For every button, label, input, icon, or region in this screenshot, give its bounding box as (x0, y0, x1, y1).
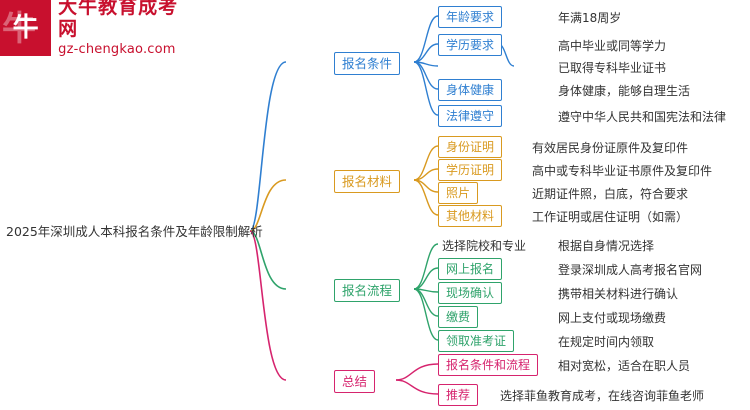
node-3-2-label[interactable]: 现场确认 (438, 282, 503, 305)
node-3-4-value: 在规定时间内领取 (558, 335, 655, 349)
node-1-3-label[interactable]: 身体健康 (438, 79, 503, 102)
branch-label-1[interactable]: 报名条件 (334, 52, 401, 75)
node-4-0-value: 相对宽松，适合在职人员 (558, 359, 691, 373)
node-1-0-value: 年满18周岁 (558, 11, 622, 25)
branch-label-2[interactable]: 报名材料 (334, 170, 401, 193)
logo-subtitle: gz-chengkao.com (58, 41, 176, 57)
node-1-3-value: 身体健康，能够自理生活 (558, 84, 691, 98)
node-3-4-label[interactable]: 领取准考证 (438, 330, 515, 353)
node-4-1-label[interactable]: 推荐 (438, 384, 479, 407)
branch-label-4[interactable]: 总结 (334, 370, 376, 393)
logo-badge-icon: 牛 牛 (0, 0, 52, 56)
site-logo: 牛 牛 大牛教育成考网 gz-chengkao.com (0, 0, 186, 59)
node-3-3-label[interactable]: 缴费 (438, 306, 479, 329)
node-1-4-value: 遵守中华人民共和国宪法和法律 (558, 110, 727, 124)
node-4-0-label[interactable]: 报名条件和流程 (438, 354, 539, 377)
node-1-4-label[interactable]: 法律遵守 (438, 105, 503, 128)
node-1-2-value: 已取得专科毕业证书 (558, 61, 667, 75)
node-2-2-label[interactable]: 照片 (438, 182, 479, 205)
node-4-1-value: 选择菲鱼教育成考，在线咨询菲鱼老师 (500, 389, 705, 403)
node-3-1-label[interactable]: 网上报名 (438, 258, 503, 281)
node-3-0-value: 根据自身情况选择 (558, 239, 655, 253)
node-3-2-value: 携带相关材料进行确认 (558, 287, 679, 301)
node-1-0-label[interactable]: 年龄要求 (438, 6, 503, 29)
node-2-0-value: 有效居民身份证原件及复印件 (532, 141, 689, 155)
node-2-3-value: 工作证明或居住证明（如需） (532, 210, 689, 224)
node-2-2-value: 近期证件照，白底，符合要求 (532, 187, 689, 201)
logo-badge-char: 牛 (12, 13, 39, 43)
logo-badge-ghost-icon: 牛 (2, 9, 36, 49)
node-3-3-value: 网上支付或现场缴费 (558, 311, 667, 325)
node-2-3-label[interactable]: 其他材料 (438, 205, 503, 228)
node-1-1-label[interactable]: 学历要求 (438, 34, 503, 57)
mindmap-root-label: 2025年深圳成人本科报名条件及年龄限制解析 (6, 224, 263, 239)
node-3-1-value: 登录深圳成人高考报名官网 (558, 263, 703, 277)
node-2-1-value: 高中或专科毕业证书原件及复印件 (532, 164, 713, 178)
node-3-0-label: 选择院校和专业 (442, 239, 527, 253)
branch-label-3[interactable]: 报名流程 (334, 279, 401, 302)
node-2-1-label[interactable]: 学历证明 (438, 159, 503, 182)
node-1-1-value: 高中毕业或同等学力 (558, 39, 667, 53)
logo-title: 大牛教育成考网 (58, 0, 179, 41)
logo-text: 大牛教育成考网 gz-chengkao.com (51, 0, 186, 59)
node-2-0-label[interactable]: 身份证明 (438, 136, 503, 159)
